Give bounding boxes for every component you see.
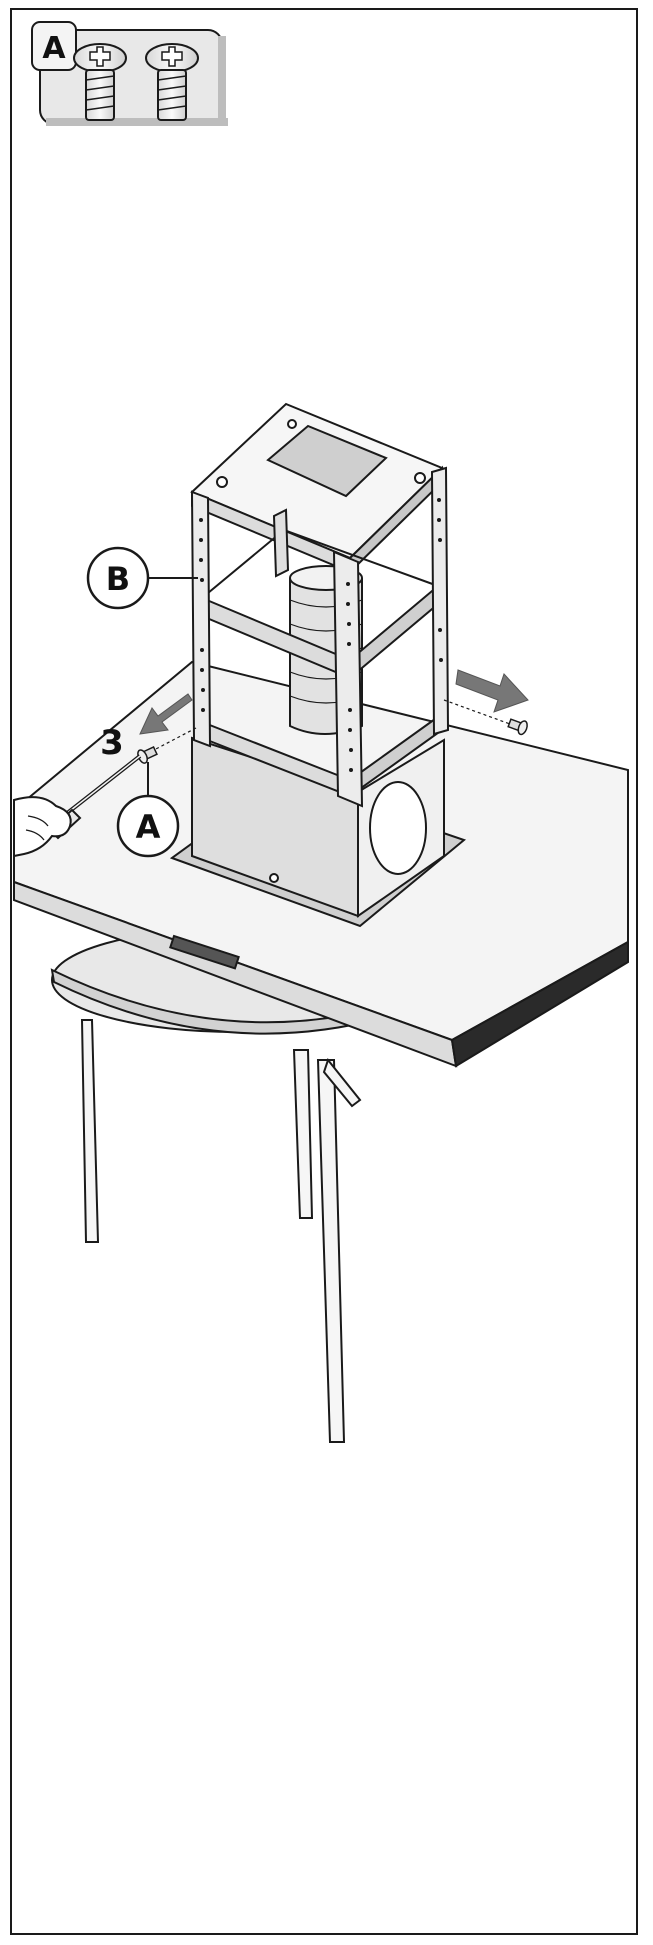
frame-label: B	[106, 560, 130, 598]
parts-box: A	[31, 21, 228, 126]
screw-icon	[137, 745, 158, 764]
screw-icon	[73, 43, 127, 121]
arrow-left-icon	[139, 693, 193, 735]
chimney-frame	[190, 402, 450, 808]
arrow-right-icon	[455, 669, 529, 713]
frame-callout: B	[86, 546, 198, 610]
screw-icon	[507, 718, 528, 736]
parts-box-letter: A	[42, 31, 66, 66]
step-number: 3	[100, 723, 124, 763]
hand-icon	[13, 796, 72, 858]
screw-icon	[145, 43, 199, 121]
assembly-diagram: A	[13, 21, 629, 1443]
screw-label: A	[136, 808, 161, 846]
screw-callout: A	[116, 762, 180, 858]
instruction-panel: A	[10, 8, 638, 1935]
